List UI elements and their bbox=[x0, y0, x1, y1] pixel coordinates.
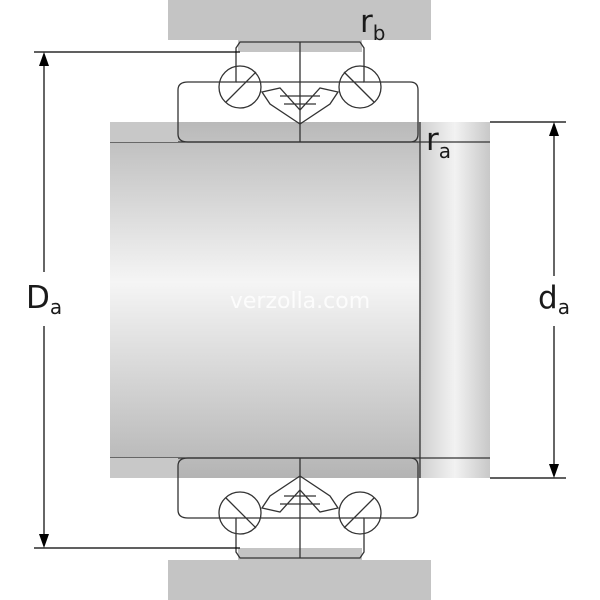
dimension-Da bbox=[34, 51, 240, 549]
shaft bbox=[110, 122, 490, 478]
label-rb-main: r bbox=[360, 4, 373, 40]
label-ra-main: r bbox=[426, 122, 439, 158]
housing-bottom-recess-right bbox=[362, 548, 431, 560]
label-rb: rb bbox=[360, 4, 385, 45]
spacer-bottom bbox=[110, 458, 178, 478]
ball-bottom-left bbox=[218, 491, 262, 535]
label-ra: ra bbox=[426, 122, 451, 163]
bearing-top-outline bbox=[177, 41, 419, 143]
label-ra-sub: a bbox=[439, 139, 451, 163]
ball-top-right bbox=[338, 65, 382, 109]
housing-top-recess-right bbox=[362, 40, 431, 52]
housing-top-recess bbox=[168, 40, 238, 52]
bearing-bottom-outline bbox=[177, 457, 419, 559]
bearing-top bbox=[177, 41, 419, 143]
label-Da-main: D bbox=[26, 280, 50, 316]
label-Da: Da bbox=[26, 280, 62, 319]
label-rb-sub: b bbox=[373, 21, 386, 45]
label-Da-sub: a bbox=[50, 295, 62, 319]
watermark: verzolla.com bbox=[230, 289, 370, 314]
cage-bottom bbox=[260, 475, 340, 513]
label-da-sub: a bbox=[558, 295, 570, 319]
ball-bottom-left-axis bbox=[225, 497, 257, 529]
Da-arrow-top bbox=[39, 52, 49, 66]
label-da-main: d bbox=[538, 280, 558, 316]
Da-arrow-bottom bbox=[39, 534, 49, 548]
ball-top-left bbox=[218, 65, 262, 109]
label-da: da bbox=[538, 280, 570, 319]
shaft-body bbox=[110, 122, 420, 478]
cage-top bbox=[260, 87, 340, 125]
ball-top-right-axis bbox=[343, 71, 375, 103]
shaft-shoulder bbox=[420, 122, 490, 478]
ball-top-left-axis bbox=[225, 71, 257, 103]
da-arrow-top bbox=[549, 122, 559, 136]
da-arrow-bottom bbox=[549, 464, 559, 478]
spacer-top bbox=[110, 122, 178, 142]
housing-bottom-recess bbox=[168, 548, 238, 560]
ball-bottom-right bbox=[338, 491, 382, 535]
ball-bottom-right-axis bbox=[343, 497, 375, 529]
bearing-bottom bbox=[177, 457, 419, 559]
dimension-da bbox=[490, 121, 566, 479]
